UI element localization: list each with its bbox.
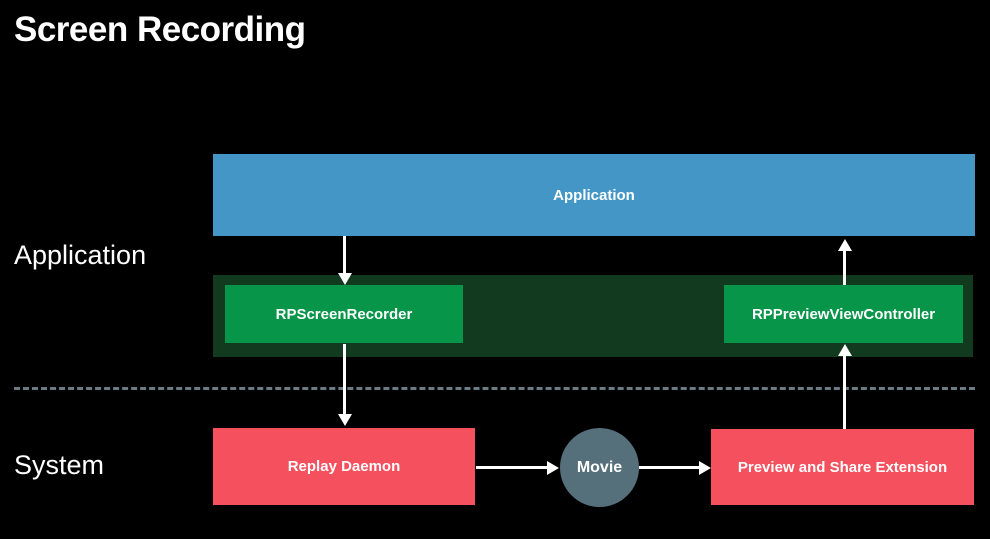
arrow-recorder-to-daemon-line xyxy=(343,344,346,415)
arrow-movie-to-extension-line xyxy=(639,466,700,469)
rp-screen-recorder-box: RPScreenRecorder xyxy=(225,285,463,343)
preview-share-extension-box: Preview and Share Extension xyxy=(711,429,974,505)
replay-daemon-box: Replay Daemon xyxy=(213,428,475,505)
arrow-preview-to-application-line xyxy=(843,250,846,285)
rp-preview-view-controller-label: RPPreviewViewController xyxy=(751,305,936,323)
arrow-daemon-to-movie-head xyxy=(547,461,559,475)
layer-label-application: Application xyxy=(14,240,147,270)
arrow-extension-to-preview-line xyxy=(843,355,846,429)
replay-daemon-label: Replay Daemon xyxy=(287,458,401,475)
layer-label-system: System xyxy=(14,450,105,480)
rp-screen-recorder-label: RPScreenRecorder xyxy=(275,305,413,323)
arrow-extension-to-preview-head xyxy=(838,344,852,356)
arrow-recorder-to-daemon-head xyxy=(338,414,352,426)
layer-divider-dashed-line xyxy=(14,387,975,390)
arrow-application-to-recorder-head xyxy=(338,273,352,285)
movie-circle: Movie xyxy=(560,428,639,507)
page-title: Screen Recording xyxy=(14,10,306,49)
application-bar: Application xyxy=(213,154,975,236)
preview-share-extension-label: Preview and Share Extension xyxy=(737,458,948,476)
rp-preview-view-controller-box: RPPreviewViewController xyxy=(724,285,963,343)
movie-label: Movie xyxy=(576,458,623,476)
application-bar-label: Application xyxy=(553,186,635,204)
arrow-application-to-recorder-line xyxy=(343,236,346,274)
arrow-movie-to-extension-head xyxy=(699,461,711,475)
arrow-daemon-to-movie-line xyxy=(476,466,547,469)
arrow-preview-to-application-head xyxy=(838,239,852,251)
